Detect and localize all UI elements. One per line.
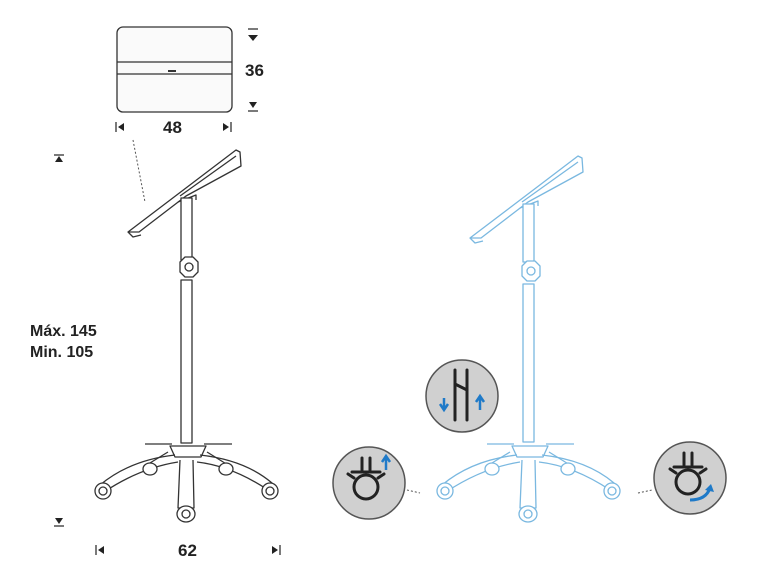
- height-min-label: Min. 105: [30, 344, 93, 361]
- desk-top-view: [116, 26, 233, 113]
- height-adjust-icon: [425, 359, 499, 433]
- width-label: 48: [163, 118, 182, 137]
- height-dimension: [54, 154, 64, 527]
- base-width-label: 62: [178, 541, 197, 560]
- height-max-label: Máx. 145: [30, 323, 97, 340]
- stand-right: [436, 155, 621, 523]
- caster-lock-leader: [406, 489, 421, 494]
- depth-dimension: [248, 28, 258, 112]
- caster-rotate-icon: [653, 441, 727, 515]
- stand-left: [94, 149, 279, 523]
- depth-label: 36: [245, 61, 264, 80]
- base-width-dimension: [95, 545, 281, 555]
- caster-lock-icon: [332, 446, 406, 520]
- caster-rotate-leader: [637, 489, 653, 494]
- leader-line: [132, 139, 146, 203]
- width-dimension: [115, 122, 232, 132]
